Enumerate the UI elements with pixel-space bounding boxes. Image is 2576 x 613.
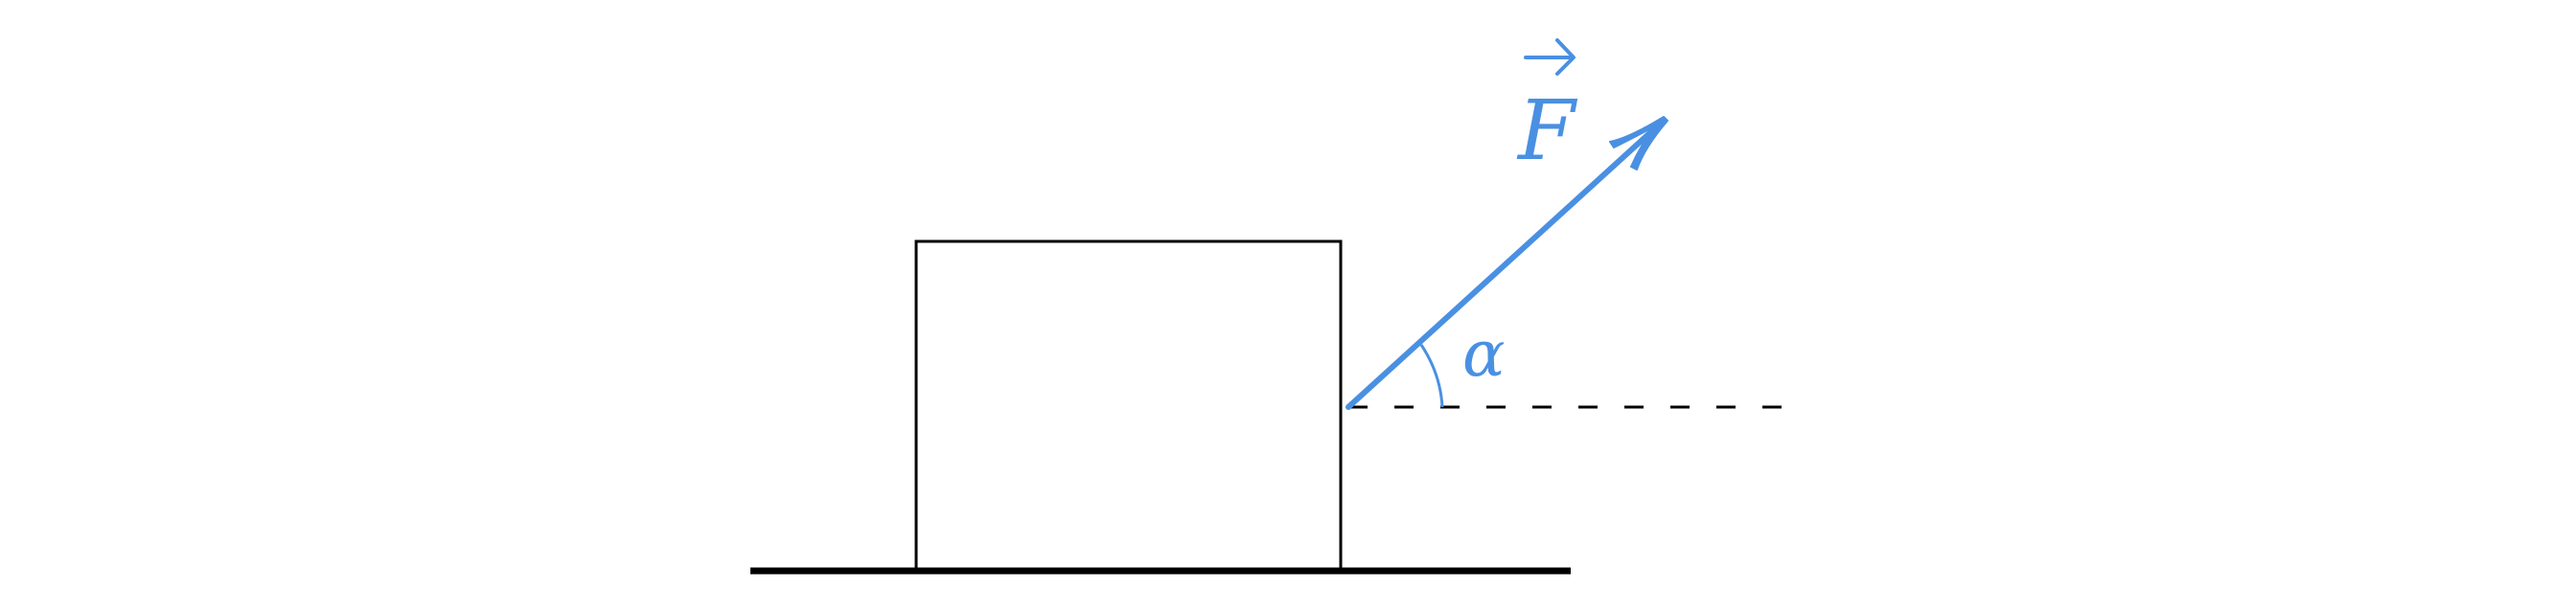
force-label: F [1516,83,1578,179]
angle-arc [1419,344,1444,408]
block [914,239,1343,573]
force-vector-head [1609,116,1668,170]
right-arrow-icon [1524,38,1576,76]
angle-label: α [1462,317,1506,391]
force-vector-shaft [1346,125,1659,410]
